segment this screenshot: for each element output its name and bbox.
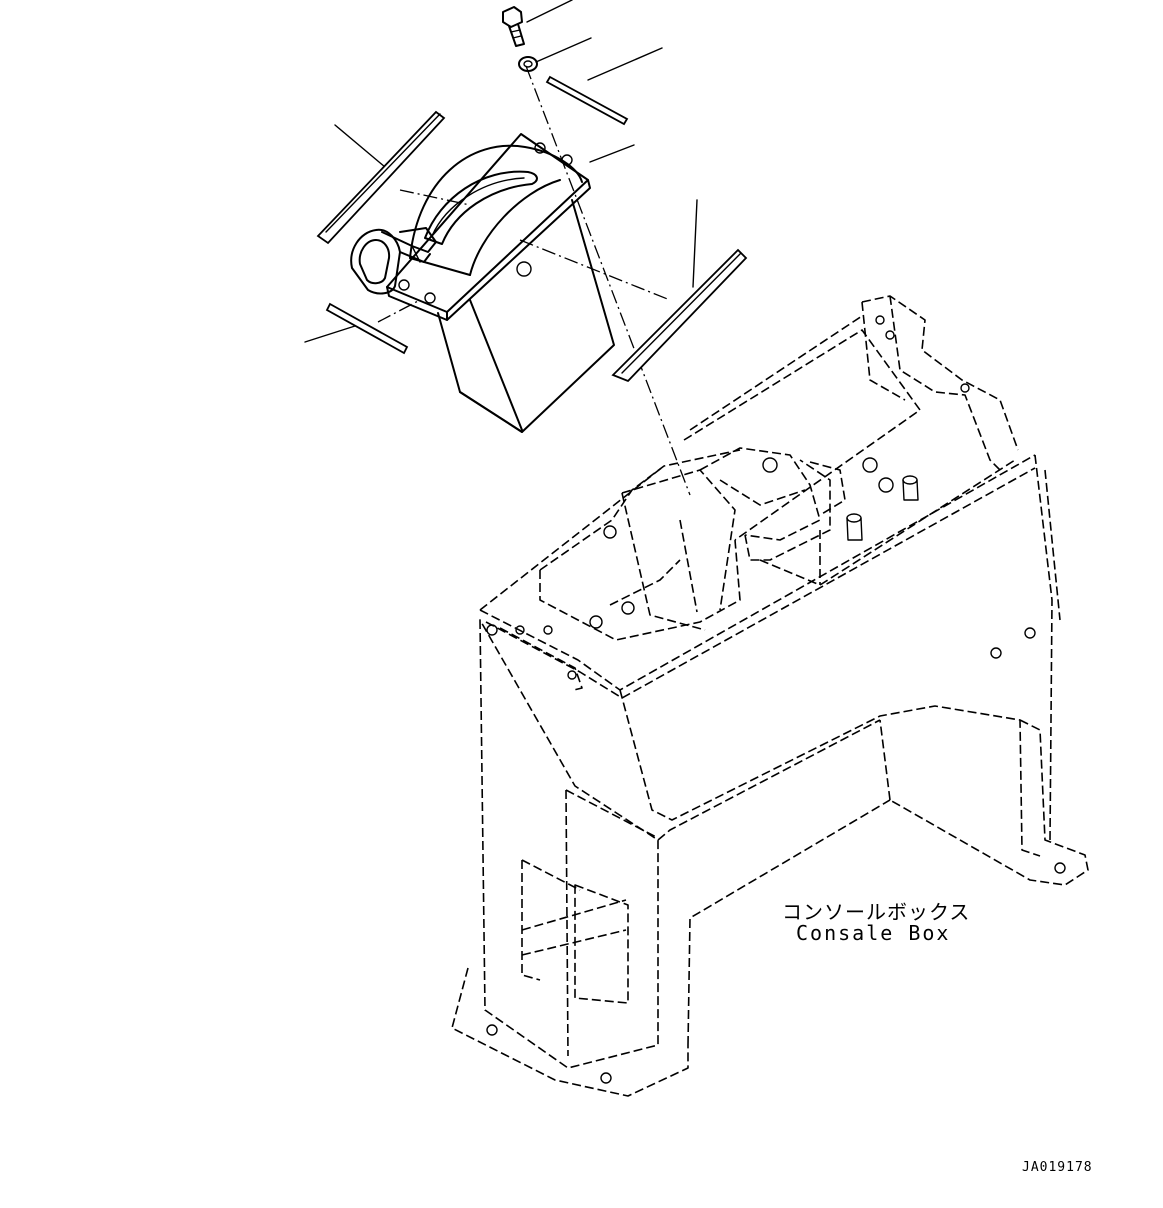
seal-strip-right	[611, 248, 748, 383]
leader-bolt	[526, 0, 573, 23]
lever-cover	[350, 133, 615, 433]
part-label-japanese: コンソールボックス	[782, 900, 971, 924]
fasteners	[846, 457, 919, 541]
axis-bolt	[525, 65, 691, 496]
seal-strip-bottom	[325, 302, 409, 355]
leader-lines	[304, 0, 698, 343]
washer	[518, 56, 538, 72]
axis-strip-bottom	[377, 299, 421, 323]
console-box	[451, 295, 1089, 1097]
part-label-english: Consale Box	[796, 921, 951, 945]
leader-washer	[535, 37, 592, 63]
leader-strip-right	[692, 199, 698, 288]
seal-strip-left	[316, 110, 446, 245]
seal-strip-top	[545, 75, 629, 126]
leader-strip-bottom	[304, 325, 356, 343]
bolt	[502, 6, 525, 47]
leader-strip-top	[587, 47, 663, 81]
drawing-code: JA019178	[1022, 1160, 1093, 1175]
leader-strip-left	[334, 124, 386, 168]
leader-cover	[589, 144, 635, 163]
axis-strip-right	[519, 239, 671, 301]
